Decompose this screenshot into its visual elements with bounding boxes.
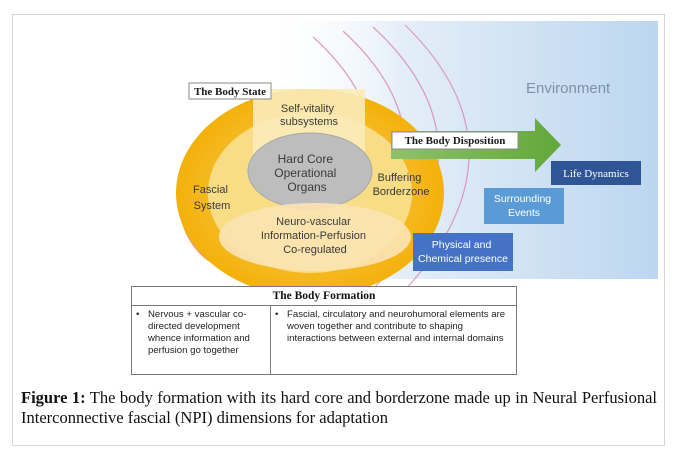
life-dynamics-box bbox=[551, 161, 641, 185]
surrounding-events-box bbox=[484, 188, 564, 224]
body-disposition-title-box bbox=[391, 131, 519, 150]
fascial-system-label: Fascial System bbox=[193, 184, 231, 212]
environment-label: Environment bbox=[526, 80, 611, 97]
life-dynamics-label: Life Dynamics bbox=[563, 168, 629, 180]
body-formation-diagram: Environment The Body State Self-vita bbox=[176, 21, 658, 297]
caption-text: The body formation with its hard core an… bbox=[21, 388, 657, 427]
formation-right-cell: • Fascial, circulatory and neurohumoral … bbox=[271, 306, 516, 374]
formation-left-cell: • Nervous + vascular co-directed develop… bbox=[132, 306, 271, 374]
bullet-icon: • bbox=[275, 309, 279, 320]
body-disposition-title: The Body Disposition bbox=[405, 135, 506, 147]
physical-chemical-label: Physical and Chemical presence bbox=[418, 239, 508, 265]
bullet-icon: • bbox=[136, 309, 140, 320]
self-vitality-label: Self-vitality subsystems bbox=[280, 103, 339, 128]
figure-frame: Environment The Body State Self-vita bbox=[12, 14, 665, 446]
figure-caption: Figure 1: The body formation with its ha… bbox=[21, 388, 657, 428]
formation-right-text: Fascial, circulatory and neurohumoral el… bbox=[287, 309, 506, 344]
neurovascular-ellipse bbox=[219, 203, 411, 271]
buffering-borderzone-label: Buffering Borderzone bbox=[373, 172, 430, 198]
physical-chemical-box bbox=[413, 233, 513, 271]
hard-core-label: Hard Core Operational Organs bbox=[274, 152, 339, 194]
body-state-title: The Body State bbox=[194, 86, 266, 98]
body-state-title-box bbox=[188, 82, 272, 100]
formation-left-text: Nervous + vascular co-directed developme… bbox=[148, 309, 250, 356]
body-formation-table: The Body Formation • Nervous + vascular … bbox=[131, 286, 517, 375]
body-formation-title: The Body Formation bbox=[132, 287, 516, 306]
neurovascular-label: Neuro-vascular Information-Perfusion Co-… bbox=[261, 216, 369, 256]
caption-label: Figure 1: bbox=[21, 388, 86, 407]
surrounding-events-label: Surrounding Events bbox=[494, 193, 554, 219]
